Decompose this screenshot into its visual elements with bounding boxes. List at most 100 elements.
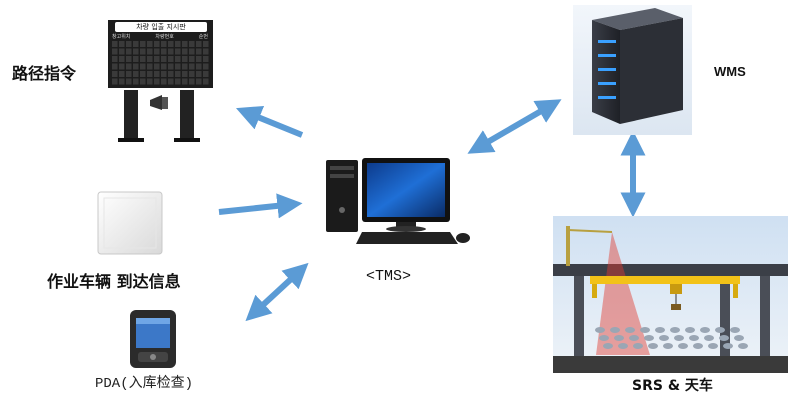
sign-grid-cell — [119, 78, 125, 85]
sign-grid-cell — [133, 78, 139, 85]
coil-item — [625, 327, 635, 333]
sign-grid-cell — [154, 71, 160, 77]
sign-grid-cell — [189, 48, 195, 55]
coil-item — [730, 327, 740, 333]
arrow-tms-to-route — [235, 105, 304, 138]
sign-grid-cell — [133, 71, 139, 77]
coil-item — [640, 327, 650, 333]
sign-grid-cell — [182, 41, 188, 47]
coil-item — [644, 335, 654, 341]
sign-grid-cell — [203, 41, 209, 47]
pda-label: PDA(入库检查) — [95, 376, 194, 392]
sign-grid-cell — [182, 48, 188, 55]
sign-grid-cell — [140, 71, 146, 77]
sign-grid-cell — [175, 48, 181, 55]
vehicle-arrival-label: 作业车辆 到达信息 — [47, 272, 181, 291]
sign-grid-cell — [154, 63, 160, 70]
coil-item — [648, 343, 658, 349]
sign-grid-cell — [112, 78, 118, 85]
sign-grid-cell — [147, 56, 153, 62]
sign-grid-cell — [133, 63, 139, 70]
sign-grid-cell — [140, 56, 146, 62]
sign-grid-cell — [154, 78, 160, 85]
coil-item — [734, 335, 744, 341]
tms-label: <TMS> — [366, 268, 412, 285]
sign-grid-cell — [119, 56, 125, 62]
sign-grid-cell — [182, 71, 188, 77]
sign-grid-cell — [119, 48, 125, 55]
sign-grid-cell — [112, 48, 118, 55]
sign-grid-cell — [133, 48, 139, 55]
sign-grid-cell — [161, 56, 167, 62]
coil-item — [670, 327, 680, 333]
sign-grid-cell — [119, 63, 125, 70]
srs-crane-label: SRS & 天车 — [632, 378, 713, 394]
sign-grid-cell — [126, 71, 132, 77]
sign-grid-cell — [189, 78, 195, 85]
sign-grid-cell — [189, 41, 195, 47]
coil-item — [719, 335, 729, 341]
coil-item — [633, 343, 643, 349]
sign-grid-cell — [126, 63, 132, 70]
coil-item — [659, 335, 669, 341]
sign-grid-cell — [203, 56, 209, 62]
sign-grid-cell — [119, 71, 125, 77]
sign-grid-cell — [168, 63, 174, 70]
sign-grid-cell — [161, 41, 167, 47]
arrow-pda-tms — [245, 262, 309, 322]
sign-grid-cell — [140, 48, 146, 55]
sign-grid-cell — [140, 41, 146, 47]
sign-grid-cell — [175, 56, 181, 62]
sign-grid-cell — [112, 71, 118, 77]
sign-column-label: 차량번호 — [155, 34, 174, 40]
sign-column-label: 순번 — [198, 34, 208, 40]
sign-grid-cell — [168, 78, 174, 85]
sign-grid-cell — [161, 63, 167, 70]
sign-grid-cell — [126, 41, 132, 47]
sign-grid-cell — [168, 71, 174, 77]
coil-item — [708, 343, 718, 349]
sign-grid-cell — [147, 41, 153, 47]
sign-grid-cell — [189, 71, 195, 77]
sign-grid-cell — [133, 41, 139, 47]
sign-grid-cell — [154, 48, 160, 55]
sign-grid-cell — [147, 48, 153, 55]
sign-grid-cell — [196, 56, 202, 62]
sign-grid-cell — [175, 78, 181, 85]
coil-item — [599, 335, 609, 341]
sign-grid-cell — [112, 63, 118, 70]
coil-item — [595, 327, 605, 333]
arrow-vehicle-to-tms — [218, 193, 303, 219]
sign-grid-cell — [196, 48, 202, 55]
sign-grid-cell — [196, 41, 202, 47]
sign-grid-cell — [203, 48, 209, 55]
sign-grid-cell — [126, 78, 132, 85]
sign-grid-cell — [196, 63, 202, 70]
sign-grid-cell — [126, 48, 132, 55]
sign-grid-cell — [168, 41, 174, 47]
route-instruction-label: 路径指令 — [12, 64, 77, 83]
coil-item — [715, 327, 725, 333]
coil-item — [663, 343, 673, 349]
sign-grid-cell — [154, 56, 160, 62]
sign-grid-cell — [182, 78, 188, 85]
coil-item — [614, 335, 624, 341]
sign-grid-cell — [147, 78, 153, 85]
coil-item — [610, 327, 620, 333]
coil-item — [603, 343, 613, 349]
sign-grid-cell — [182, 63, 188, 70]
coil-item — [655, 327, 665, 333]
coil-item — [618, 343, 628, 349]
sign-grid-cell — [161, 71, 167, 77]
sign-grid-cell — [189, 63, 195, 70]
coil-item — [700, 327, 710, 333]
sign-grid-cell — [140, 78, 146, 85]
coil-item — [693, 343, 703, 349]
sign-grid-cell — [203, 71, 209, 77]
